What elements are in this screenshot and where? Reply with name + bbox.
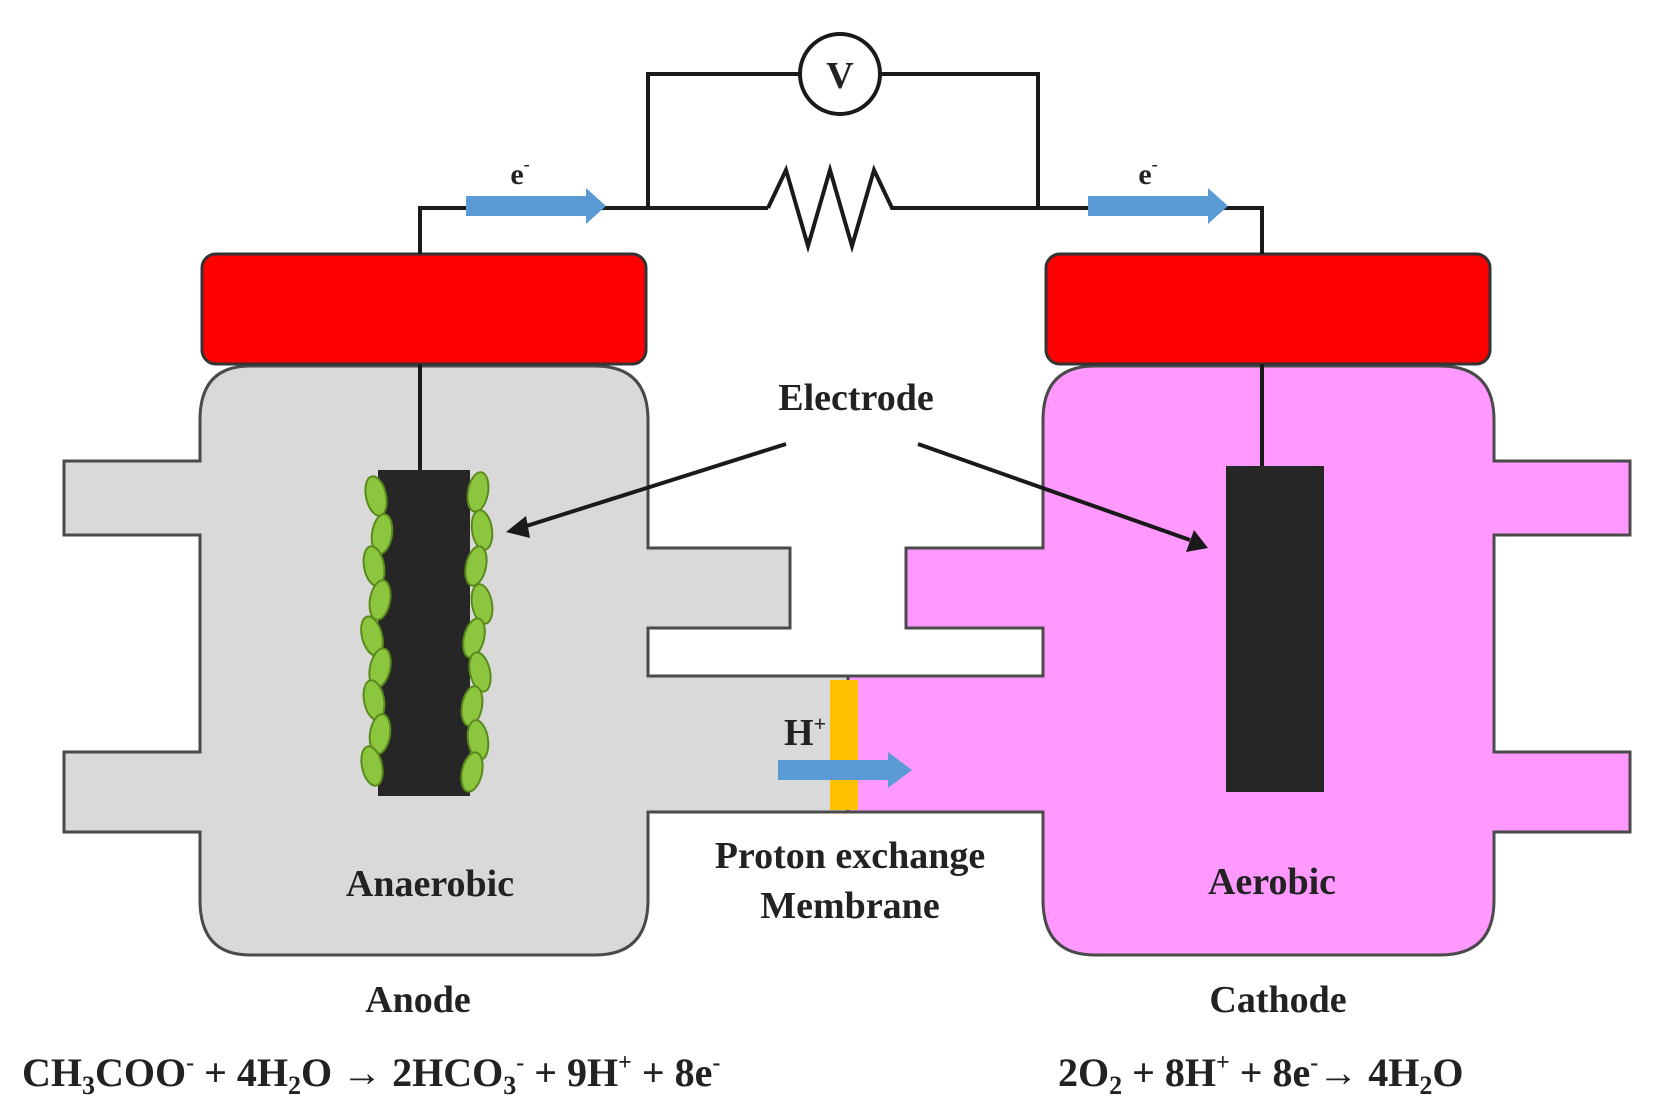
biofilm-bacteria bbox=[360, 471, 494, 793]
cathode-label: Cathode bbox=[1209, 979, 1346, 1021]
arrowhead-left bbox=[506, 516, 530, 538]
electron-arrow-right bbox=[1088, 188, 1228, 224]
cathode-cap bbox=[1044, 252, 1492, 366]
cathode-equation: 2O2 + 8H+ + 8e-→ 4H2O bbox=[1058, 1050, 1464, 1100]
membrane-label-line1: Proton exchange bbox=[715, 835, 986, 877]
anaerobic-label: Anaerobic bbox=[346, 863, 514, 905]
proton-exchange-membrane bbox=[830, 680, 858, 810]
cathode-electrode bbox=[1226, 466, 1324, 792]
voltmeter-icon: V bbox=[798, 32, 882, 116]
electrode-pointer-arrows bbox=[519, 442, 1191, 542]
anode-electrode bbox=[378, 470, 470, 796]
membrane-label-line2: Membrane bbox=[760, 885, 939, 927]
arrowhead-right bbox=[1186, 530, 1208, 552]
anode-cap bbox=[200, 252, 648, 366]
electron-label-right: e- bbox=[1138, 154, 1157, 191]
voltmeter-label: V bbox=[826, 55, 854, 97]
resistor-icon bbox=[766, 162, 906, 254]
proton-label: H+ bbox=[784, 711, 826, 754]
anode-label: Anode bbox=[365, 979, 471, 1021]
aerobic-label: Aerobic bbox=[1208, 861, 1336, 903]
proton-arrow bbox=[778, 752, 912, 788]
electrode-label: Electrode bbox=[778, 377, 933, 419]
anode-equation: CH3COO- + 4H2O → 2HCO3- + 9H+ + 8e- bbox=[22, 1050, 720, 1100]
electron-arrow-left bbox=[466, 188, 606, 224]
electron-label-left: e- bbox=[510, 154, 529, 191]
